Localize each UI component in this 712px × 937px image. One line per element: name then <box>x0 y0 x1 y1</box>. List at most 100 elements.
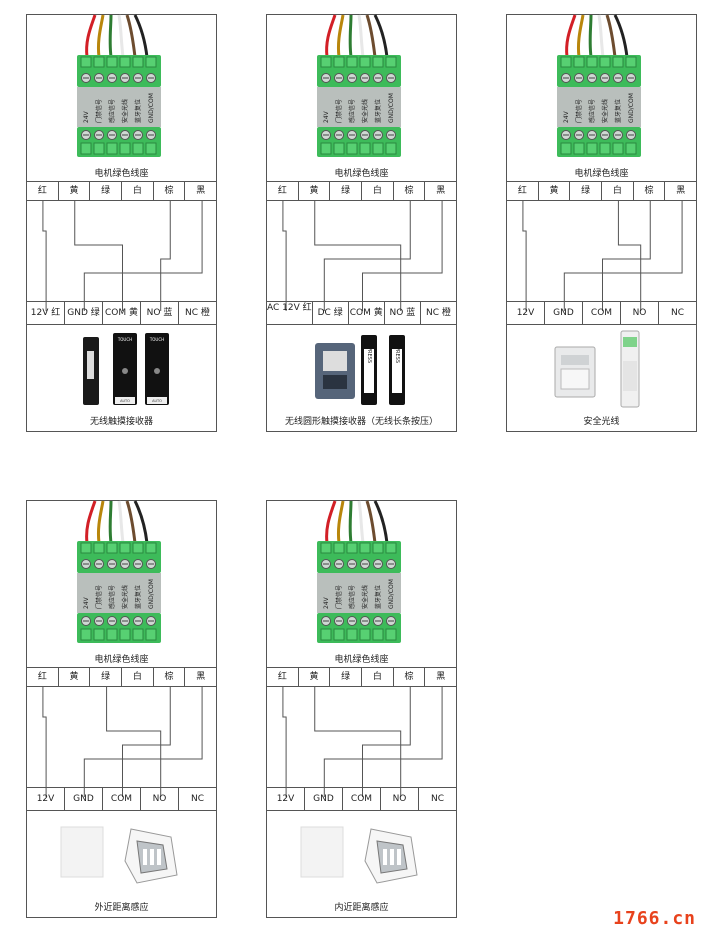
wire-color-cell: 红 <box>27 668 59 686</box>
svg-text:感应信号: 感应信号 <box>108 99 116 123</box>
wire-color-cell: 棕 <box>634 182 666 200</box>
device-terminal-cell: NO 蓝 <box>385 302 421 324</box>
device-terminal-cell: NC 橙 <box>426 308 451 318</box>
svg-text:蓝牙复位: 蓝牙复位 <box>374 99 382 123</box>
wire-color-cell: 红 <box>27 182 59 200</box>
wire-color-cell: 棕 <box>394 668 426 686</box>
wire-color-cell: 红 <box>267 182 299 200</box>
wire-color-cell: 绿 <box>90 182 123 200</box>
device-terminal-cell: GND 绿 <box>65 302 103 324</box>
device-terminal-cell: 12V <box>267 788 305 810</box>
svg-text:AUTO: AUTO <box>120 399 130 403</box>
device-terminal-cell: NO <box>141 788 179 810</box>
wire-color-cell: 白 <box>362 182 394 200</box>
device-terminal-cell: DC 绿 <box>313 302 349 324</box>
wire-color-cell: 白 <box>122 668 154 686</box>
site-watermark: 1766.cn <box>613 908 696 929</box>
device-terminal-cell: 12V <box>507 302 545 324</box>
svg-text:蓝牙复位: 蓝牙复位 <box>134 99 142 123</box>
device-terminal-cell: NC <box>190 794 205 804</box>
wire-color-cell: 棕 <box>394 182 426 200</box>
svg-text:安全光线: 安全光线 <box>121 585 129 609</box>
wiring-lines <box>282 687 443 797</box>
svg-text:24V: 24V <box>83 596 90 609</box>
device-terminal-cell: NC <box>430 794 445 804</box>
device-terminal-cell: COM 黄 <box>103 302 141 324</box>
device-terminal-cell: COM <box>343 788 381 810</box>
svg-text:蓝牙复位: 蓝牙复位 <box>134 585 142 609</box>
seat-label: 电机绿色线座 <box>334 655 389 665</box>
svg-text:门禁信号: 门禁信号 <box>335 99 343 123</box>
svg-text:门禁信号: 门禁信号 <box>575 99 583 123</box>
wire-color-cell: 红 <box>507 182 539 200</box>
svg-text:感应信号: 感应信号 <box>108 585 116 609</box>
svg-text:GND/COM: GND/COM <box>388 579 395 609</box>
seat-label: 电机绿色线座 <box>94 169 149 179</box>
wire-color-cell: 棕 <box>154 668 186 686</box>
seat-label: 电机绿色线座 <box>94 655 149 665</box>
wire-color-cell: 黑 <box>196 186 206 196</box>
svg-text:安全光线: 安全光线 <box>601 99 609 123</box>
wire-color-row: 红黄绿白棕黑 <box>507 181 696 201</box>
device-label: 无线圆形触摸接收器（无线长条按压） <box>284 417 438 427</box>
device-image: PRESS PRESS <box>315 335 405 405</box>
device-image <box>554 330 640 408</box>
wire-color-cell: 白 <box>122 182 154 200</box>
svg-text:PRESS: PRESS <box>394 347 400 363</box>
wire-color-cell: 黄 <box>539 182 571 200</box>
wire-color-cell: 黄 <box>59 668 91 686</box>
device-terminal-cell: NO <box>621 302 659 324</box>
svg-text:感应信号: 感应信号 <box>588 99 596 123</box>
svg-text:门禁信号: 门禁信号 <box>95 585 103 609</box>
wire-color-cell: 黑 <box>196 672 206 682</box>
wire-color-row: 红黄绿白棕黑 <box>27 667 216 687</box>
wiring-lines <box>42 687 203 797</box>
svg-text:感应信号: 感应信号 <box>348 585 356 609</box>
svg-text:GND/COM: GND/COM <box>388 93 395 123</box>
wire-color-cell: 白 <box>362 668 394 686</box>
device-terminal-cell: COM 黄 <box>349 302 385 324</box>
svg-text:TOUCH: TOUCH <box>149 337 164 342</box>
svg-text:PRESS: PRESS <box>366 347 372 363</box>
device-terminal-cell: NO 蓝 <box>141 302 179 324</box>
svg-text:安全光线: 安全光线 <box>121 99 129 123</box>
device-terminal-cell: GND <box>305 788 343 810</box>
wire-color-cell: 黑 <box>436 672 446 682</box>
wire-color-row: 红黄绿白棕黑 <box>27 181 216 201</box>
svg-text:门禁信号: 门禁信号 <box>95 99 103 123</box>
wire-color-cell: 黑 <box>676 186 686 196</box>
wire-color-cell: 黄 <box>59 182 91 200</box>
device-label: 安全光线 <box>583 417 620 427</box>
device-terminal-cell: COM <box>103 788 141 810</box>
svg-text:24V: 24V <box>323 596 330 609</box>
device-label: 外近距离感应 <box>94 903 149 913</box>
device-terminal-cell: GND <box>545 302 583 324</box>
svg-text:24V: 24V <box>563 110 570 123</box>
device-image <box>60 826 178 884</box>
svg-text:24V: 24V <box>323 110 330 123</box>
device-terminal-cell: AC 12V 红 <box>267 302 313 324</box>
device-terminal-cell: NC 橙 <box>185 308 210 318</box>
seat-label: 电机绿色线座 <box>574 169 629 179</box>
wiring-lines <box>522 201 683 311</box>
wire-color-cell: 绿 <box>330 668 363 686</box>
svg-text:安全光线: 安全光线 <box>361 585 369 609</box>
device-image <box>300 826 418 884</box>
wire-color-cell: 绿 <box>330 182 363 200</box>
device-terminal-cell: NC <box>670 308 685 318</box>
device-terminal-cell: NO <box>381 788 419 810</box>
svg-text:蓝牙复位: 蓝牙复位 <box>614 99 622 123</box>
device-label: 内近距离感应 <box>334 903 389 913</box>
wire-color-cell: 黄 <box>299 668 331 686</box>
svg-text:门禁信号: 门禁信号 <box>335 585 343 609</box>
